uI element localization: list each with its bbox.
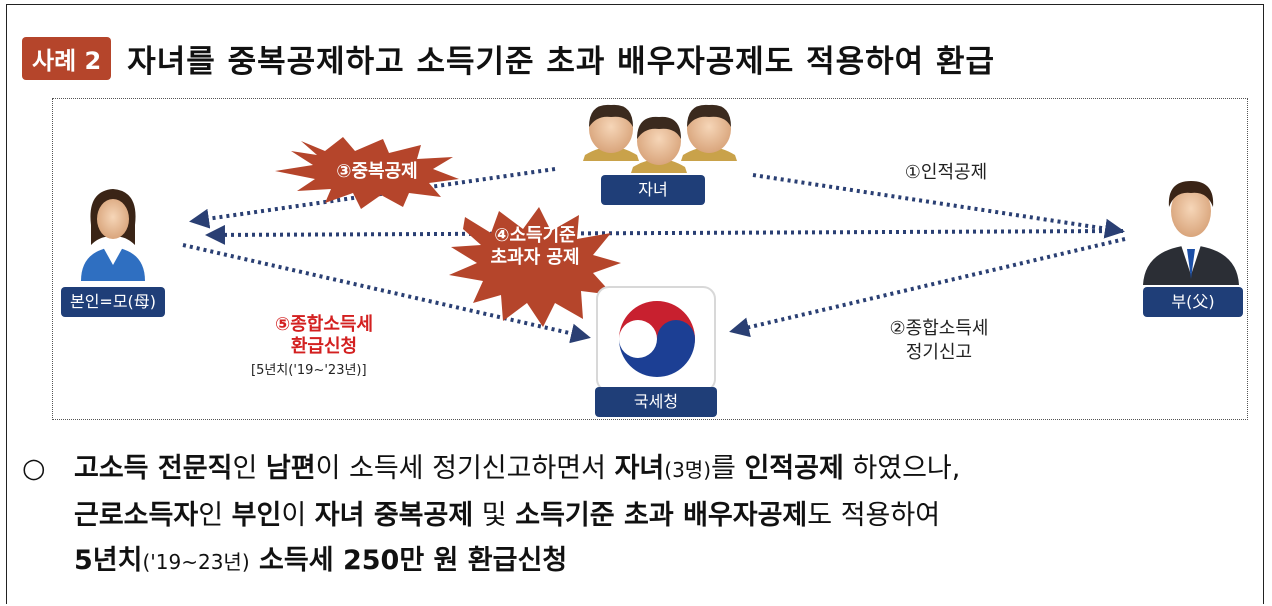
refund-period-text: [5년치('19~'23년)] xyxy=(251,359,421,378)
description-segment: 인 xyxy=(198,500,231,531)
description-segment: 를 xyxy=(711,453,744,484)
description-segment: 근로소득자 xyxy=(74,500,198,531)
refund-text-1: ⑤종합소득세 xyxy=(249,313,399,337)
description-segment: 인 xyxy=(232,453,265,484)
nts-logo xyxy=(597,287,715,391)
father-figure xyxy=(1143,181,1239,285)
case-header: 사례 2 자녀를 중복공제하고 소득기준 초과 배우자공제도 적용하여 환급 xyxy=(22,36,995,80)
self-label: 본인=모(母) xyxy=(61,287,165,317)
description-segment: ('19~23년) xyxy=(142,550,249,574)
case-title: 자녀를 중복공제하고 소득기준 초과 배우자공제도 적용하여 환급 xyxy=(127,36,995,81)
duplicate-deduction-text: ③중복공제 xyxy=(307,161,447,183)
personal-deduction-text: ①인적공제 xyxy=(881,161,1011,185)
filing-text-1: ②종합소득세 xyxy=(869,317,1009,341)
income-exceed-text-1: ④소득기준 xyxy=(465,225,605,247)
description-segment: 자녀 중복공제 xyxy=(315,500,473,531)
mother-figure xyxy=(81,189,145,281)
description-line-2: 근로소득자인 부인이 자녀 중복공제 및 소득기준 초과 배우자공제도 적용하여 xyxy=(74,493,960,538)
father-label: 부(父) xyxy=(1143,287,1243,317)
nts-label: 국세청 xyxy=(595,387,717,417)
description-segment: 소득세 250만 원 환급신청 xyxy=(250,545,568,576)
description-segment: 남편 xyxy=(266,453,316,484)
children-figures xyxy=(583,105,737,173)
description-segment: 하였으나, xyxy=(844,453,961,484)
description-segment: 및 xyxy=(473,500,515,531)
case-badge: 사례 2 xyxy=(22,37,111,80)
bullet-circle: ○ xyxy=(22,446,46,491)
description-segment: 인적공제 xyxy=(744,453,843,484)
income-exceed-text-2: 초과자 공제 xyxy=(465,247,605,269)
description-segment: 도 적용하여 xyxy=(807,500,940,531)
description-segment: 소득기준 초과 배우자공제 xyxy=(515,500,807,531)
deduction-diagram: 자녀 본인=모(母) 부(父) 국세청 ③중복공제 ④소득기준 초과자 공제 ①… xyxy=(52,98,1248,420)
children-label: 자녀 xyxy=(601,175,705,205)
description-segment: 자녀 xyxy=(615,453,665,484)
description-segment: 고소득 전문직 xyxy=(74,453,232,484)
description-segment: 5년치 xyxy=(74,545,142,576)
child-figure xyxy=(583,105,639,161)
arrow-father-to-self xyxy=(209,231,1123,235)
description-lines: 고소득 전문직인 남편이 소득세 정기신고하면서 자녀(3명)를 인적공제 하였… xyxy=(74,446,960,585)
description-segment: 이 xyxy=(281,500,314,531)
diagram-graphics xyxy=(53,99,1249,421)
description-segment: 부인 xyxy=(232,500,282,531)
description-line-3: 5년치('19~23년) 소득세 250만 원 환급신청 xyxy=(74,538,960,585)
description-segment: (3명) xyxy=(664,458,711,482)
filing-text-2: 정기신고 xyxy=(869,341,1009,365)
refund-text-2: 환급신청 xyxy=(249,335,399,359)
child-figure xyxy=(681,105,737,161)
child-figure xyxy=(631,117,687,173)
description-line-1: 고소득 전문직인 남편이 소득세 정기신고하면서 자녀(3명)를 인적공제 하였… xyxy=(74,446,960,493)
description-segment: 이 소득세 정기신고하면서 xyxy=(316,453,615,484)
